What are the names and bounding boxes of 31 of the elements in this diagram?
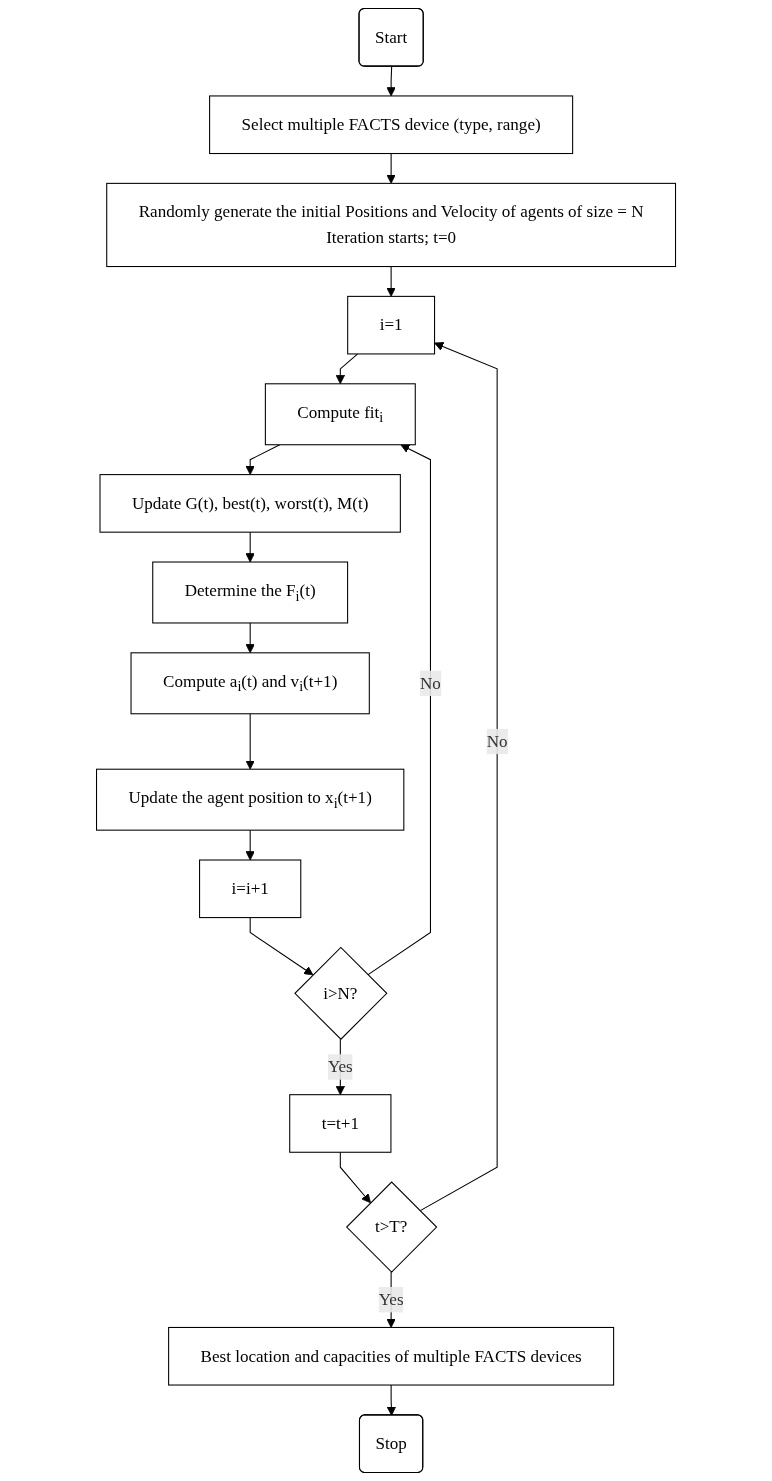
arrow	[335, 353, 359, 385]
node-box: Select multiple FACTS device (type, range)	[209, 95, 574, 155]
edge-label: No	[486, 731, 508, 751]
node-box: Compute fit$_{i}$	[264, 383, 416, 446]
arrow	[386, 153, 396, 184]
node-box: i=i+1	[199, 859, 302, 919]
arrow	[245, 713, 255, 770]
arrow	[386, 266, 396, 297]
node-box: Best location and capacities of multiple FACTS devices	[168, 1326, 615, 1386]
arrow	[245, 444, 281, 476]
arrow	[386, 66, 396, 97]
node-box: Compute a$_{i}$(t) and v$_{i}$(t+1)	[130, 652, 370, 715]
node-box: i=1	[347, 295, 436, 355]
arrow	[245, 829, 255, 861]
arrow	[245, 531, 255, 563]
arrow	[386, 1384, 396, 1416]
arrow	[339, 1151, 371, 1204]
arrow	[249, 917, 314, 976]
node-diamond: i>N?	[294, 946, 388, 1040]
arrow	[367, 444, 431, 976]
node-box: Update G(t), best(t), worst(t), M(t)	[99, 474, 401, 533]
arrow	[245, 622, 255, 654]
node-box: Determine the F$_{i}$(t)	[152, 561, 349, 624]
node-box: t=t+1	[289, 1094, 392, 1153]
node-diamond: t>T?	[345, 1181, 438, 1273]
edge-label: Yes	[327, 1057, 353, 1076]
node-box: Update the agent position to x$_{i}$(t+1)	[95, 768, 405, 831]
edge-label: No	[420, 673, 441, 692]
node-box: Randomly generate the initial Positions and Velocity of agents of size = N Iteration starts; t=0	[106, 182, 677, 268]
arrow	[419, 341, 498, 1212]
edge-label: Yes	[378, 1290, 404, 1309]
